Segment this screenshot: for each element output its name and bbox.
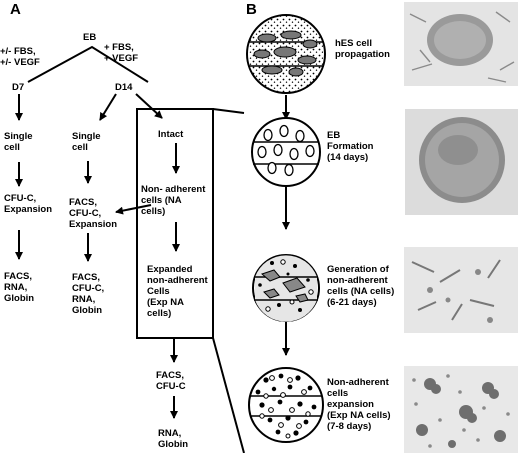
col2-single-cell: Single cell [72,131,101,153]
d14-right-arrow [135,93,163,119]
d14-left-arrow [99,93,117,121]
colony-plate-icon [246,14,326,94]
col1-facs-rna-globin: FACS, RNA, Globin [4,271,35,304]
condition-left-label: +/- FBS, +/- VEGF [0,46,40,68]
step-label-eb: EB Formation (14 days) [327,130,374,163]
intact-box [136,108,245,453]
col3-exp-na-cells: Expanded non-adherent Cells (Exp NA cell… [147,264,208,319]
step-label-na: Generation of non-adherent cells (NA cel… [327,264,395,308]
col3-na-cells: Non- adherent cells (NA cells) [141,184,206,217]
d7-label: D7 [12,82,25,93]
panel-a-arrows [15,45,180,419]
col1-cfu-expansion: CFU-C, Expansion [4,193,53,215]
step-label-exp: Non-adherent cells expansion (Exp NA cel… [327,377,391,432]
panel-b-label: B [246,1,257,18]
exp-na-cells-photo [404,366,518,453]
na-to-facs-arrow [115,204,152,215]
condition-right-label: + FBS, + VEGF [104,42,139,64]
zoom-line-bottom [212,337,245,453]
na-cells-photo [404,247,518,333]
zoom-line-top [212,108,245,114]
panel-a-label: A [10,1,21,18]
col3-facs-cfu: FACS, CFU-C [156,370,186,392]
col3-rna-globin: RNA, Globin [158,428,189,450]
step-label-hes: hES cell propagation [335,38,390,60]
eb-label: EB [83,32,97,43]
eb-split-lines [27,45,149,83]
eb-plate-icon [251,117,321,187]
d14-label: D14 [115,82,133,93]
col2-facs-cfu-expansion: FACS, CFU-C, Expansion [69,197,118,230]
exp-plate-icon [248,367,324,443]
col2-facs-cfu-rna-globin: FACS, CFU-C, RNA, Globin [72,272,105,316]
col1-single-cell: Single cell [4,131,33,153]
eb-photo [405,109,518,215]
col3-intact: Intact [158,129,184,140]
hes-colony-photo [404,2,518,86]
na-plate-icon [252,254,320,322]
